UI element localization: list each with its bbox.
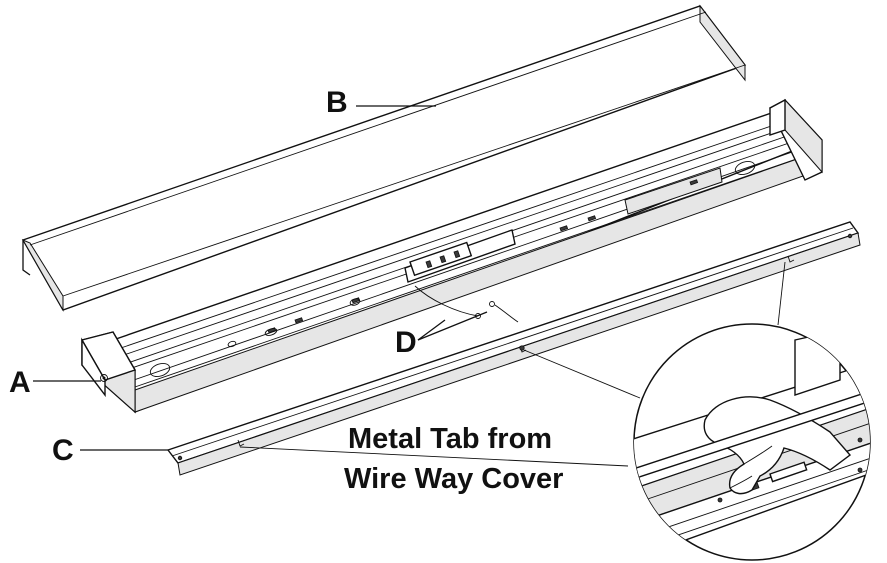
cover-b — [21, 4, 747, 312]
leader-metal-tab — [239, 446, 629, 467]
label-a: A — [9, 366, 31, 399]
end-cap-right — [769, 98, 823, 181]
callout-line-2: Wire Way Cover — [344, 463, 563, 495]
leader-d-1 — [417, 319, 446, 341]
leader-lines — [33, 105, 629, 467]
label-b: B — [326, 86, 348, 119]
label-c: C — [52, 434, 74, 467]
callout-line-1: Metal Tab from — [348, 423, 552, 455]
detail-magnifier — [523, 261, 871, 561]
wire-way-cover-c — [166, 221, 861, 476]
wire-d — [414, 285, 479, 317]
end-cap-a — [80, 331, 137, 414]
label-d: D — [395, 326, 417, 359]
wire-d-2 — [494, 304, 519, 323]
